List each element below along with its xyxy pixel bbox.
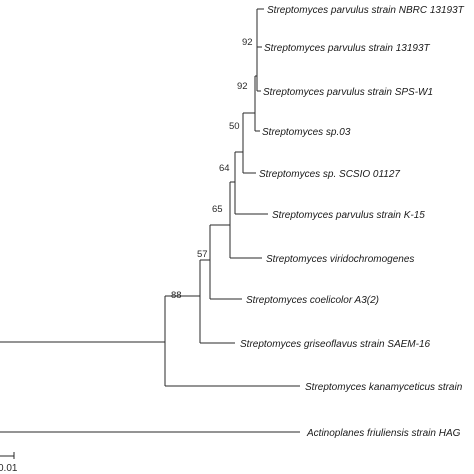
- bootstrap-value: 92: [237, 81, 248, 92]
- taxon-label-viridochromogenes: Streptomyces viridochromogenes: [266, 254, 414, 265]
- taxon-label-sps-w1: Streptomyces parvulus strain SPS-W1: [263, 87, 433, 98]
- bootstrap-value: 92: [242, 37, 253, 48]
- bootstrap-value: 50: [229, 121, 240, 132]
- bootstrap-value: 88: [171, 290, 182, 301]
- taxon-label-griseoflavus: Streptomyces griseoflavus strain SAEM-16: [240, 339, 431, 350]
- bootstrap-value: 65: [212, 204, 223, 215]
- taxon-label-nbrc-13193t: Streptomyces parvulus strain NBRC 13193T: [267, 5, 465, 16]
- taxon-label-scsio-01127: Streptomyces sp. SCSIO 01127: [259, 169, 400, 180]
- taxon-label-coelicolor: Streptomyces coelicolor A3(2): [246, 295, 379, 306]
- taxon-label-actinoplanes: Actinoplanes friuliensis strain HAG: [306, 428, 461, 439]
- taxon-label-k15: Streptomyces parvulus strain K-15: [272, 210, 425, 221]
- bootstrap-value: 57: [197, 249, 208, 260]
- bootstrap-value: 64: [219, 163, 230, 174]
- taxon-label-kanamyceticus: Streptomyces kanamyceticus strain: [305, 382, 463, 393]
- taxon-label-sp03: Streptomyces sp.03: [262, 127, 351, 138]
- taxon-label-13193t: Streptomyces parvulus strain 13193T: [264, 43, 431, 54]
- scale-bar-label: 0.01: [0, 463, 18, 474]
